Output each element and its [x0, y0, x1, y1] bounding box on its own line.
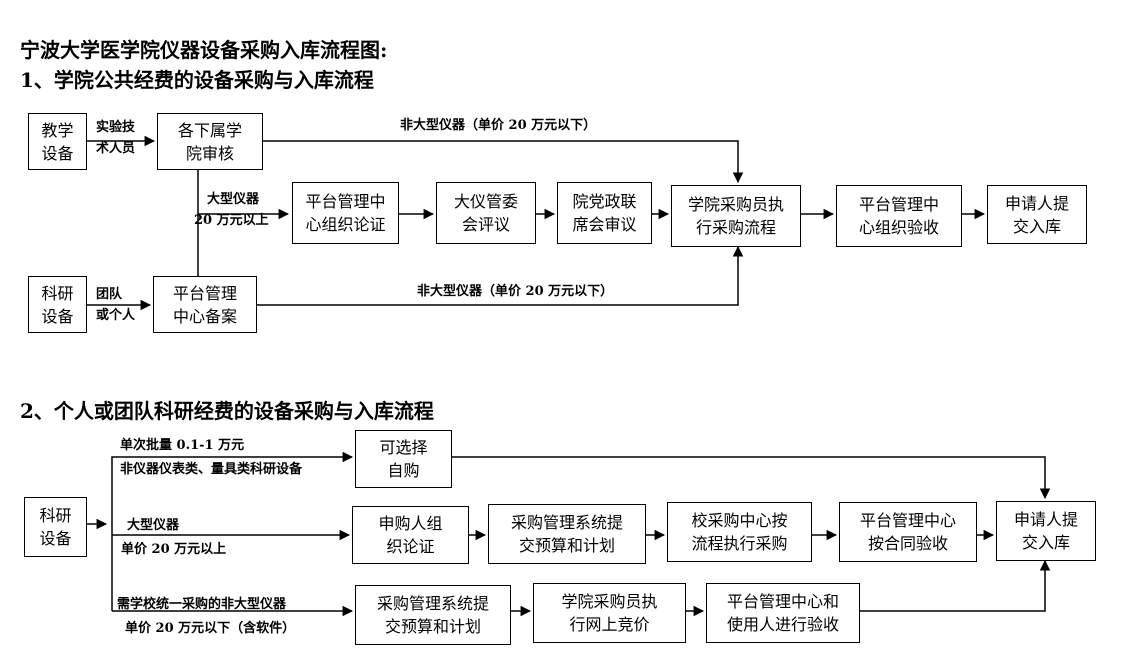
label-line: 单次批量 0.1-1 万元: [120, 438, 245, 453]
box-line: 交入库: [1021, 533, 1070, 552]
box-line: 各下属学: [177, 120, 242, 140]
s1-label-lab-staff: 实验技 术人员: [96, 117, 135, 159]
box-line: 大仪管委: [453, 192, 518, 211]
box-line: 设备: [41, 306, 74, 326]
s1-teaching-equipment-box: 教学设备: [28, 113, 87, 170]
s1-research-equipment-box: 科研设备: [28, 276, 87, 333]
s2-research-equipment-box: 科研设备: [24, 497, 87, 557]
s1-party-meeting-box: 院党政联席会审议: [557, 182, 652, 244]
s2-platform-user-box: 平台管理中心和使用人进行验收: [706, 583, 860, 643]
box-line: 科研: [41, 283, 74, 303]
box-line: 流程执行采购: [691, 534, 788, 553]
s1-buyer-execute-box: 学院采购员执行采购流程: [671, 185, 801, 247]
s2-label-unified: 需学校统一采购的非大型仪器 单价 20 万元以下（含软件）: [117, 593, 295, 641]
box-line: 科研: [39, 506, 72, 525]
s2-online-bid-box: 学院采购员执行网上竞价: [533, 583, 686, 643]
s1-applicant-submit-box: 申请人提交入库: [987, 185, 1087, 244]
box-line: 平台管理中心和: [726, 592, 839, 611]
label-line: 大型仪器: [207, 192, 260, 207]
label-line: 需学校统一采购的非大型仪器: [117, 597, 287, 612]
box-line: 平台管理中心: [859, 511, 956, 530]
s2-label-batch: 单次批量 0.1-1 万元 非仪器仪表类、量具类科研设备: [120, 434, 302, 482]
s1-label-non-large-top: 非大型仪器（单价 20 万元以下）: [400, 118, 597, 133]
s1-label-non-large-bottom: 非大型仪器（单价 20 万元以下）: [417, 284, 614, 299]
label-line: 或个人: [96, 308, 136, 323]
box-line: 申请人提: [1013, 510, 1078, 529]
box-line: 平台管理: [172, 283, 237, 303]
s2-submit-budget-box-a: 采购管理系统提交预算和计划: [488, 504, 646, 564]
box-line: 教学: [41, 120, 74, 140]
box-line: 平台管理中: [858, 195, 939, 214]
box-line: 院党政联: [572, 192, 637, 211]
s1-platform-demonstration-box: 平台管理中心组织论证: [292, 182, 399, 244]
box-line: 交入库: [1012, 216, 1061, 236]
box-line: 设备: [41, 143, 74, 163]
box-line: 交预算和计划: [518, 536, 615, 555]
box-line: 交预算和计划: [384, 617, 481, 636]
box-line: 采购管理系统提: [376, 594, 489, 613]
label-line: 20 万元以上: [194, 213, 269, 228]
s2-applicant-submit-box: 申请人提交入库: [996, 501, 1096, 561]
box-line: 平台管理中: [305, 192, 386, 211]
section1-title: 1、学院公共经费的设备采购与入库流程: [20, 68, 374, 92]
box-line: 中心备案: [172, 306, 237, 326]
box-line: 织论证: [386, 537, 435, 556]
box-line: 申购人组: [378, 514, 443, 533]
label-line: 非仪器仪表类、量具类科研设备: [120, 462, 303, 477]
s2-platform-contract-box: 平台管理中心按合同验收: [839, 502, 977, 562]
box-line: 使用人进行验收: [726, 615, 839, 634]
box-line: 会评议: [461, 215, 510, 234]
s2-purchaser-demonstration-box: 申购人组织论证: [352, 506, 469, 564]
s2-school-center-box: 校采购中心按流程执行采购: [667, 502, 812, 562]
box-line: 心组织论证: [305, 215, 386, 234]
s2-label-large: 大型仪器 单价 20 万元以上: [121, 514, 226, 562]
box-line: 按合同验收: [867, 534, 948, 553]
box-line: 自购: [387, 461, 420, 480]
section2-title: 2、个人或团队科研经费的设备采购与入库流程: [20, 399, 434, 423]
box-line: 心组织验收: [858, 218, 939, 237]
label-line: 团队: [96, 287, 123, 302]
s1-college-review-box: 各下属学院审核: [157, 113, 263, 170]
box-line: 学院采购员执: [687, 195, 784, 214]
s1-platform-record-box: 平台管理中心备案: [153, 276, 257, 333]
label-line: 大型仪器: [127, 518, 180, 533]
label-line: 单价 20 万元以上: [121, 542, 227, 557]
main-title: 宁波大学医学院仪器设备采购入库流程图:: [20, 38, 388, 62]
box-line: 申请人提: [1004, 193, 1069, 213]
label-line: 实验技: [96, 120, 136, 135]
box-line: 席会审议: [572, 215, 637, 234]
s1-platform-acceptance-box: 平台管理中心组织验收: [836, 185, 962, 247]
s2-submit-budget-box-b: 采购管理系统提交预算和计划: [355, 585, 511, 645]
box-line: 采购管理系统提: [510, 513, 623, 532]
label-line: 单价 20 万元以下（含软件）: [125, 621, 296, 636]
label-line: 术人员: [96, 141, 136, 156]
s1-label-team: 团队 或个人: [96, 284, 135, 326]
s2-self-purchase-box: 可选择自购: [355, 430, 452, 488]
s1-label-large: 大型仪器 20 万元以上: [194, 189, 269, 231]
box-line: 院审核: [185, 143, 234, 163]
box-line: 行采购流程: [695, 218, 776, 237]
box-line: 设备: [39, 529, 72, 548]
box-line: 可选择: [379, 438, 428, 457]
box-line: 校采购中心按: [691, 511, 788, 530]
box-line: 行网上竞价: [569, 615, 650, 634]
box-line: 学院采购员执: [561, 592, 658, 611]
s1-committee-review-box: 大仪管委会评议: [436, 182, 536, 244]
